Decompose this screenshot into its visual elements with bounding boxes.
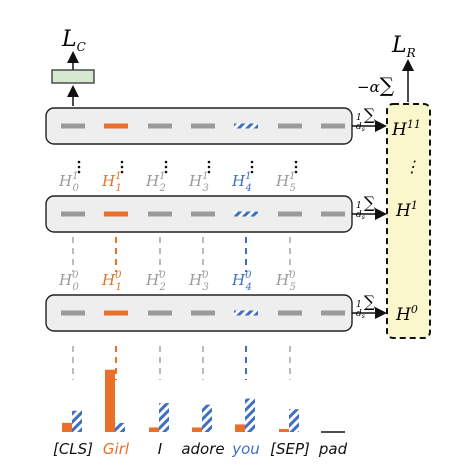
layer-box-2: 1∑ds bbox=[45, 292, 387, 332]
token-1: Girl bbox=[103, 440, 130, 458]
ellipsis-dot bbox=[294, 170, 298, 174]
token-state-mark bbox=[234, 123, 258, 129]
orange-bar bbox=[279, 428, 289, 432]
scale-sum-operator: 1∑ bbox=[356, 105, 376, 124]
token-state-mark bbox=[104, 123, 128, 129]
ellipsis-dot bbox=[250, 160, 254, 164]
token-state-mark bbox=[278, 123, 302, 129]
token-4: you bbox=[231, 440, 260, 458]
token-state-mark bbox=[104, 211, 128, 217]
token-state-mark bbox=[148, 211, 172, 217]
scale-denominator: ds bbox=[356, 122, 365, 133]
ellipsis-dot bbox=[294, 160, 298, 164]
classification-loss-label: LC bbox=[61, 27, 86, 54]
orange-bar bbox=[235, 424, 245, 432]
token-state-mark bbox=[321, 211, 345, 217]
ellipsis-dot bbox=[77, 160, 81, 164]
token-state-mark bbox=[321, 310, 345, 316]
ellipsis-dot bbox=[207, 160, 211, 164]
token-state-mark bbox=[104, 310, 128, 316]
orange-bar bbox=[149, 427, 159, 432]
regression-loss-label: LR bbox=[391, 33, 416, 60]
ellipsis-dot bbox=[250, 170, 254, 174]
ellipsis-dot bbox=[294, 165, 298, 169]
token-0: [CLS] bbox=[53, 440, 93, 458]
token-state-mark bbox=[191, 211, 215, 217]
top-sum-operator: −α∑ bbox=[357, 73, 395, 97]
scale-sum-operator: 1∑ bbox=[356, 292, 376, 311]
blue-bar bbox=[202, 404, 212, 432]
ellipsis-dot bbox=[207, 165, 211, 169]
scale-denominator: ds bbox=[356, 309, 365, 320]
regression-aggregate-box bbox=[386, 103, 431, 339]
r-box-labels: H11 ⋮ H1 H0 bbox=[391, 118, 421, 325]
token-6: pad bbox=[318, 440, 348, 458]
r-label-h1: H1 bbox=[395, 199, 418, 221]
blue-bar bbox=[115, 422, 125, 432]
ellipsis-dot bbox=[77, 170, 81, 174]
ellipsis-dot bbox=[120, 170, 124, 174]
r-label-h0: H0 bbox=[395, 303, 418, 325]
scale-denominator: ds bbox=[356, 210, 365, 221]
token-state-mark bbox=[191, 310, 215, 316]
blue-bar bbox=[159, 403, 169, 432]
ellipsis-dot bbox=[120, 165, 124, 169]
blue-bar bbox=[245, 398, 255, 432]
token-state-mark bbox=[61, 123, 85, 129]
token-3: adore bbox=[181, 440, 224, 458]
ellipsis-dot bbox=[164, 165, 168, 169]
token-state-mark bbox=[61, 211, 85, 217]
token-state-mark bbox=[278, 310, 302, 316]
token-state-mark bbox=[148, 123, 172, 129]
token-state-mark bbox=[278, 211, 302, 217]
attention-bars bbox=[62, 369, 345, 433]
ellipsis-dot bbox=[120, 160, 124, 164]
token-state-mark bbox=[191, 123, 215, 129]
token-state-mark bbox=[321, 123, 345, 129]
token-state-mark bbox=[234, 310, 258, 316]
layer-box-1: 1∑ds bbox=[45, 193, 387, 233]
ellipsis-dot bbox=[77, 165, 81, 169]
token-state-mark bbox=[148, 310, 172, 316]
orange-bar bbox=[192, 427, 202, 432]
token-5: [SEP] bbox=[270, 440, 310, 458]
token-state-mark bbox=[61, 310, 85, 316]
layer-box-0: 1∑ds bbox=[45, 105, 387, 145]
ellipsis-dot bbox=[207, 170, 211, 174]
transformer-layers: 1∑ds1∑ds1∑ds bbox=[45, 105, 387, 332]
r-label-h11: H11 bbox=[391, 118, 421, 140]
token-2: I bbox=[158, 440, 163, 458]
token-state-mark bbox=[234, 211, 258, 217]
ellipsis-dot bbox=[164, 160, 168, 164]
scale-sum-operator: 1∑ bbox=[356, 193, 376, 212]
r-dots: ⋮ bbox=[404, 157, 420, 176]
blue-bar bbox=[289, 409, 299, 432]
ellipsis-dot bbox=[164, 170, 168, 174]
blue-bar bbox=[72, 410, 82, 432]
orange-bar bbox=[105, 369, 115, 432]
ellipsis-dot bbox=[250, 165, 254, 169]
orange-bar bbox=[62, 422, 72, 432]
classifier-head bbox=[51, 69, 95, 84]
token-connectors bbox=[72, 160, 298, 380]
